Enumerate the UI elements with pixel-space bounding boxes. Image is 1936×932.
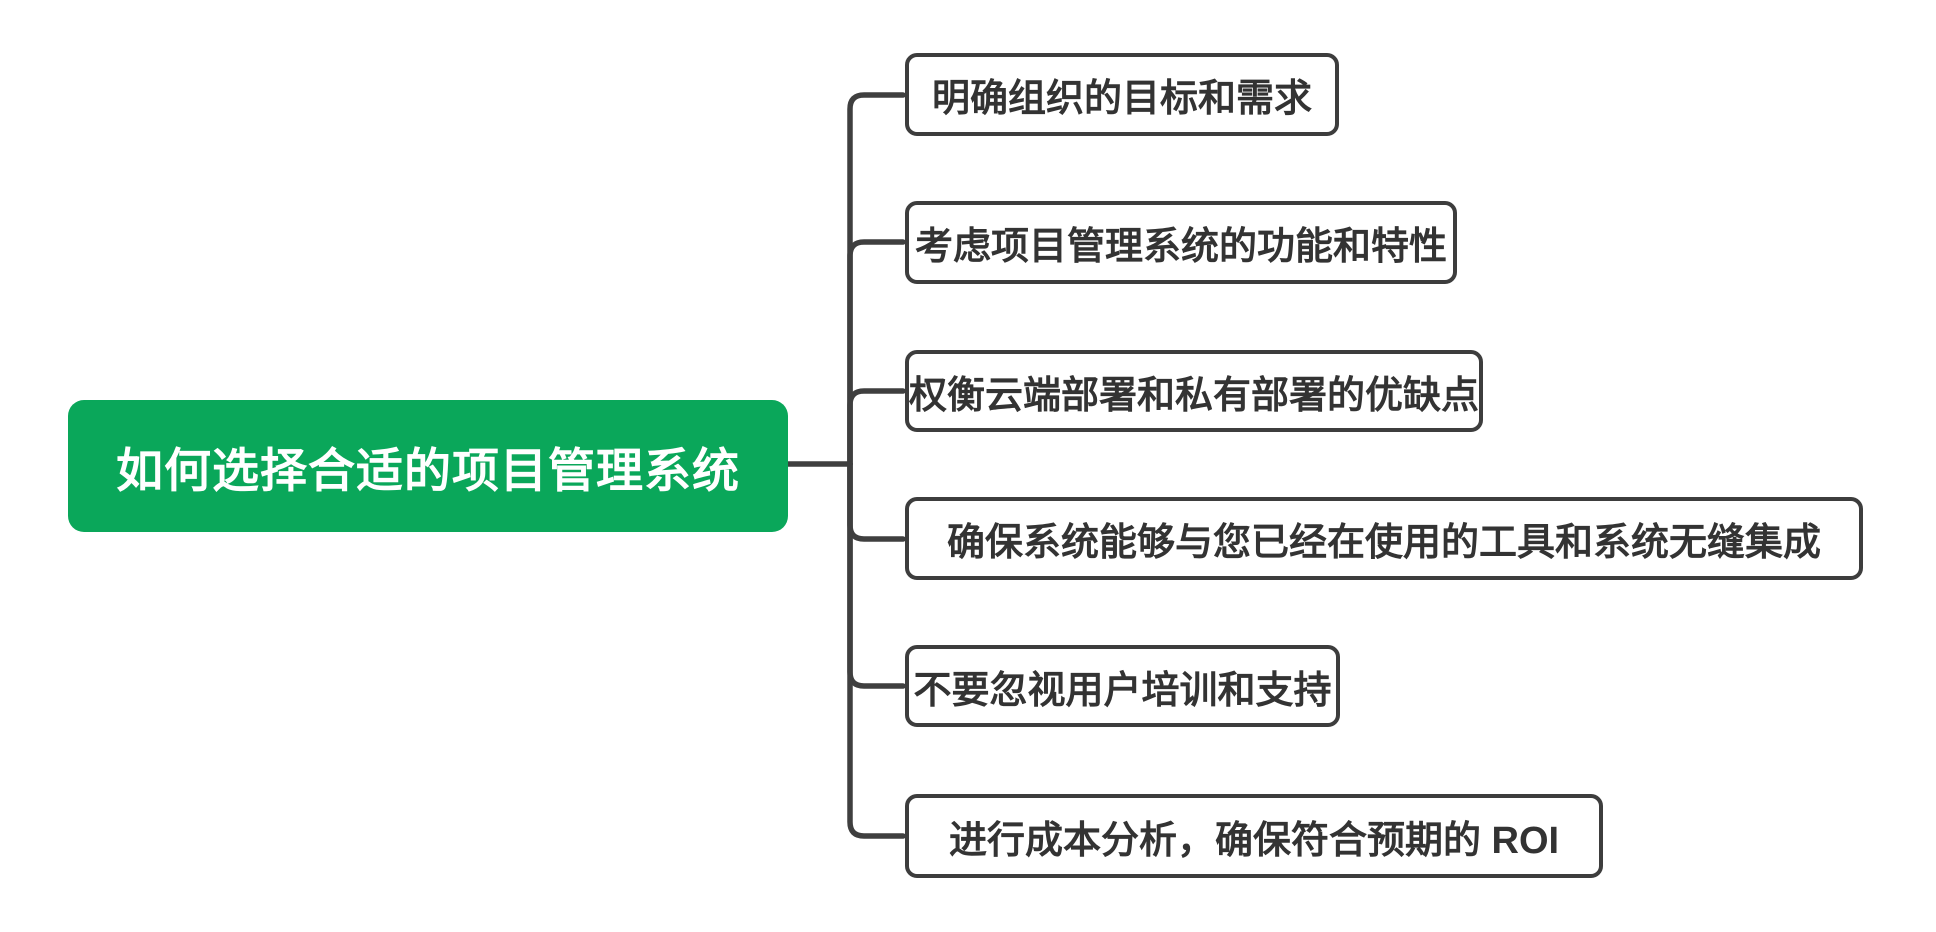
branch-node-label: 确保系统能够与您已经在使用的工具和系统无缝集成 [946, 522, 1821, 564]
connector-branch-6 [847, 461, 906, 839]
branch-node-label: 考虑项目管理系统的功能和特性 [914, 226, 1447, 268]
branch-node-cost-roi[interactable]: 进行成本分析，确保符合预期的 ROI [905, 794, 1603, 878]
branch-node-label: 进行成本分析，确保符合预期的 ROI [948, 819, 1560, 862]
connector-branch-4 [847, 461, 906, 542]
branch-node-features[interactable]: 考虑项目管理系统的功能和特性 [905, 201, 1457, 284]
connector-branch-5 [847, 461, 906, 689]
branch-node-label: 明确组织的目标和需求 [931, 78, 1312, 120]
branch-node-label: 权衡云端部署和私有部署的优缺点 [909, 374, 1480, 417]
branch-node-label: 不要忽视用户培训和支持 [913, 669, 1332, 712]
branch-node-goals[interactable]: 明确组织的目标和需求 [905, 53, 1339, 136]
branch-node-deployment[interactable]: 权衡云端部署和私有部署的优缺点 [905, 350, 1483, 432]
connector-branch-1 [847, 92, 906, 467]
root-node-label: 如何选择合适的项目管理系统 [116, 443, 740, 497]
branch-node-integration[interactable]: 确保系统能够与您已经在使用的工具和系统无缝集成 [905, 497, 1863, 580]
connector-branch-3 [847, 388, 906, 467]
root-node[interactable]: 如何选择合适的项目管理系统 [68, 400, 788, 532]
connector-branch-2 [847, 239, 906, 467]
branch-node-training[interactable]: 不要忽视用户培训和支持 [905, 645, 1340, 727]
